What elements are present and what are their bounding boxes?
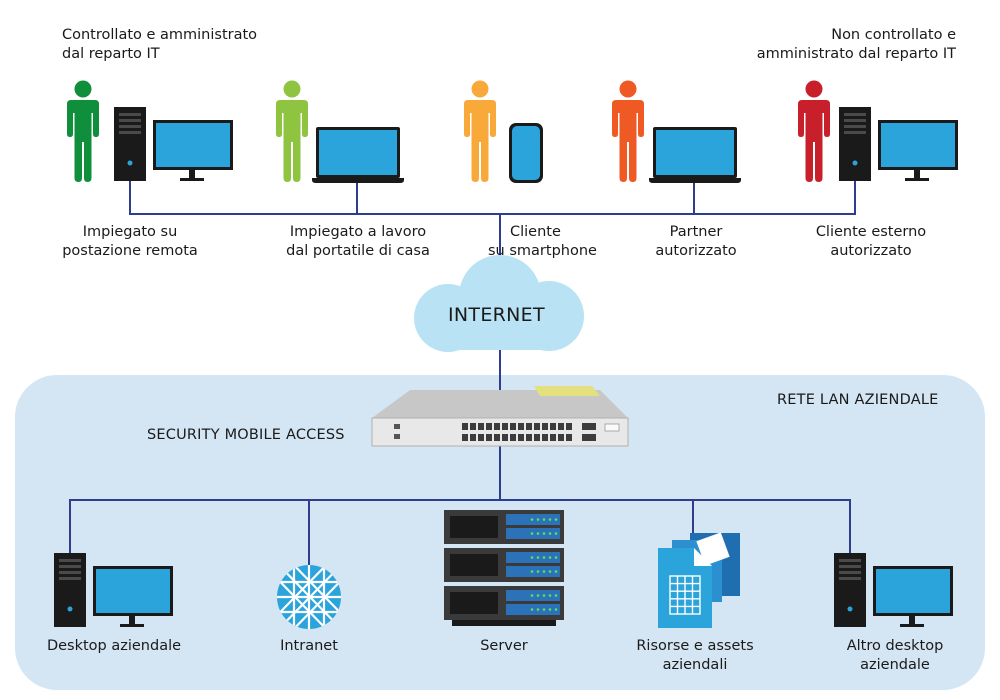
intranet-globe-icon: [277, 565, 341, 629]
user-label-partner: Partner autorizzato: [616, 223, 776, 261]
lan-label: RETE LAN AZIENDALE: [777, 392, 939, 408]
label-line: Cliente: [510, 224, 561, 240]
label-line: aziendali: [662, 657, 728, 673]
label-line: Risorse e assets: [636, 638, 754, 654]
person-icon-red-orange: [612, 80, 644, 182]
label-line: Server: [480, 638, 528, 654]
desktop-computer-icon: [839, 107, 958, 181]
label-line: autorizzato: [655, 243, 737, 259]
label-line: dal portatile di casa: [286, 243, 430, 259]
gateway-label: SECURITY MOBILE ACCESS: [147, 427, 345, 443]
person-icon-orange: [464, 80, 496, 182]
label-line: Intranet: [280, 638, 338, 654]
label-line: postazione remota: [62, 243, 198, 259]
resource-label-desktop: Desktop aziendale: [24, 637, 204, 656]
laptop-icon: [312, 127, 404, 183]
label-line: Cliente esterno: [815, 224, 927, 240]
label-line: Partner: [669, 224, 723, 240]
label-line: Impiegato su: [82, 224, 178, 240]
desktop-computer-icon: [834, 553, 953, 627]
label-line: aziendale: [860, 657, 930, 673]
person-icon-green: [67, 80, 99, 182]
internet-cloud-icon: [414, 255, 584, 352]
resource-label-assets: Risorse e assets aziendali: [610, 637, 780, 675]
server-rack-icon: [444, 510, 564, 626]
desktop-computer-icon: [114, 107, 233, 181]
documents-icon: [658, 532, 740, 628]
desktop-computer-icon: [54, 553, 173, 627]
label-line: su smartphone: [488, 243, 597, 259]
unmanaged-header-line-1: Non controllato e: [831, 27, 956, 43]
user-label-remote-employee: Impiegato su postazione remota: [40, 223, 220, 261]
resource-label-other-desktop: Altro desktop aziendale: [810, 637, 980, 675]
label-line: Impiegato a lavoro: [289, 224, 427, 240]
unmanaged-header-line-2: amministrato dal reparto IT: [756, 46, 956, 62]
security-appliance-icon: [371, 386, 629, 447]
user-label-external-client: Cliente esterno autorizzato: [786, 223, 956, 261]
label-line: Desktop aziendale: [46, 638, 182, 654]
managed-header-line-1: Controllato e amministrato: [62, 27, 258, 43]
resource-label-intranet: Intranet: [249, 637, 369, 656]
resource-label-server: Server: [444, 637, 564, 656]
managed-header-line-2: dal reparto IT: [62, 46, 160, 62]
label-line: autorizzato: [830, 243, 912, 259]
person-icon-red: [798, 80, 830, 182]
user-label-home-laptop-employee: Impiegato a lavoro dal portatile di casa: [258, 223, 458, 261]
smartphone-icon: [509, 123, 543, 183]
label-line: Altro desktop: [846, 638, 944, 654]
unmanaged-header: Non controllato e amministrato dal repar…: [757, 26, 956, 64]
internet-label: INTERNET: [448, 304, 545, 326]
managed-header: Controllato e amministrato dal reparto I…: [62, 26, 257, 64]
person-icon-lime: [276, 80, 308, 182]
laptop-icon: [649, 127, 741, 183]
user-label-smartphone-client: Cliente su smartphone: [488, 223, 648, 261]
